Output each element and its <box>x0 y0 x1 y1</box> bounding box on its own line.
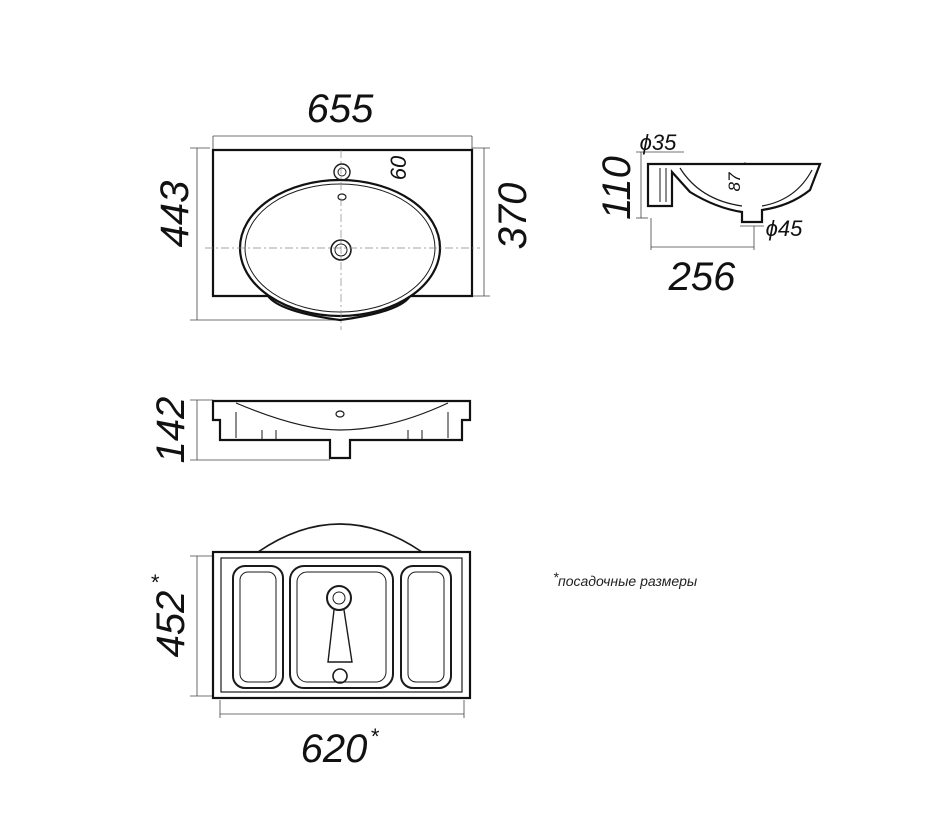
dim-top-width: 655 <box>307 87 374 131</box>
bottom-width-mark: * <box>370 724 380 749</box>
seating-dimensions-note: посадочные размеры <box>558 573 698 589</box>
bottom-drain <box>326 585 352 611</box>
dim-side-width: 256 <box>668 255 736 299</box>
note-mark: * <box>553 569 559 585</box>
bottom-view: 452 * 620 * <box>149 523 472 771</box>
bottom-height-mark: * <box>150 570 160 595</box>
dim-bottom-width: 620 <box>301 727 368 771</box>
side-view: ϕ35 110 87 ϕ45 256 <box>595 130 822 299</box>
dim-side-inner: 87 <box>725 172 744 191</box>
dim-top-inner-depth: 370 <box>491 183 535 250</box>
bowl-arc <box>257 523 423 553</box>
dim-side-height: 110 <box>595 156 639 220</box>
dim-tap-offset: 60 <box>386 155 411 180</box>
dim-top-height: 443 <box>153 181 197 248</box>
dim-bottom-height: 452 <box>149 591 193 658</box>
side-profile <box>646 162 822 224</box>
overflow-hole <box>337 193 347 201</box>
top-view: 655 443 370 60 <box>153 87 535 330</box>
drain-hole <box>330 239 352 261</box>
dim-front-height: 142 <box>149 397 193 464</box>
front-view: 142 <box>149 397 472 464</box>
bottom-outline <box>211 550 472 700</box>
dim-side-diameter-top: ϕ35 <box>640 130 677 155</box>
tap-hole <box>333 163 351 181</box>
dim-side-diameter-bottom: ϕ45 <box>766 216 803 241</box>
